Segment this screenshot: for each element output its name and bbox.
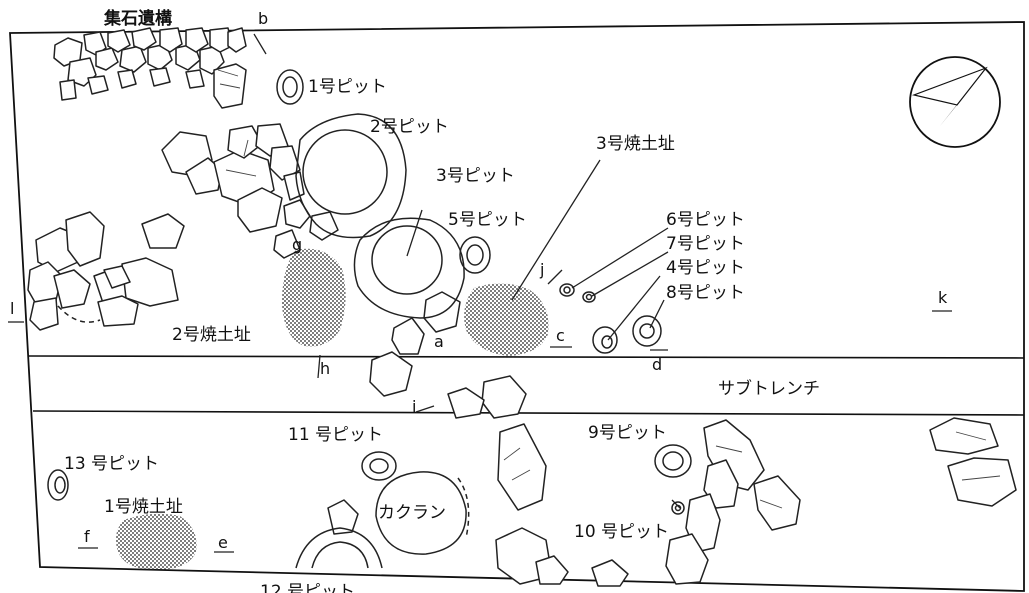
pit-5-label: 5号ピット [448, 210, 527, 230]
point-c-label: c [556, 326, 565, 345]
pit-6-label: 6号ピット [666, 210, 745, 230]
hearth-2-area [282, 248, 346, 347]
stones-left [27, 211, 185, 331]
point-l-label: l [10, 299, 14, 318]
title-label: 集石遺構 [103, 8, 172, 29]
north-arrow [909, 56, 1001, 148]
pits [47, 69, 692, 569]
leader-lines [8, 33, 952, 553]
pit-9-label: 9号ピット [588, 423, 667, 443]
subtrench-label: サブトレンチ [718, 378, 820, 399]
hearth-2-label: 2号焼土址 [172, 325, 251, 345]
hearths [116, 248, 549, 570]
pit-7-label: 7号ピット [666, 234, 745, 254]
excavation-boundary [9, 21, 1025, 592]
hearth-3-label: 3号焼土址 [596, 134, 675, 154]
stones-pit2 [161, 123, 339, 259]
stones-bottom [327, 499, 629, 587]
point-k-label: k [938, 288, 948, 307]
pit-4-label: 4号ピット [666, 258, 745, 278]
point-e-label: e [218, 533, 228, 552]
pit-1-label: 1号ピット [308, 77, 387, 97]
subtrench-bottom-line [32, 410, 1025, 416]
pit-12-label: 12 号ピット [260, 582, 355, 593]
point-d-label: d [652, 355, 662, 374]
hearth-3-area [464, 283, 549, 356]
pit-11-label: 11 号ピット [288, 425, 383, 445]
stone-cluster [53, 27, 247, 109]
point-i-label: i [412, 397, 416, 416]
point-f-label: f [84, 527, 90, 546]
stones-center [369, 291, 547, 511]
point-a-label: a [434, 332, 444, 351]
point-b-label: b [258, 9, 268, 28]
hearth-1-area [116, 513, 197, 570]
disturbance-label: カクラン [378, 503, 446, 523]
subtrench-top-line [28, 355, 1025, 359]
point-g-label: g [292, 235, 302, 254]
hearth-1-label: 1号焼土址 [104, 497, 183, 517]
pit-13-label: 13 号ピット [64, 454, 159, 474]
pit-3-label: 3号ピット [436, 166, 515, 186]
point-j-label: j [539, 260, 544, 279]
stones-lower-right [665, 417, 1017, 585]
point-h-label: h [320, 359, 330, 378]
pit-8-label: 8号ピット [666, 283, 745, 303]
pit-2-label: 2号ピット [370, 117, 449, 137]
pit-10-label: 10 号ピット [574, 522, 669, 542]
